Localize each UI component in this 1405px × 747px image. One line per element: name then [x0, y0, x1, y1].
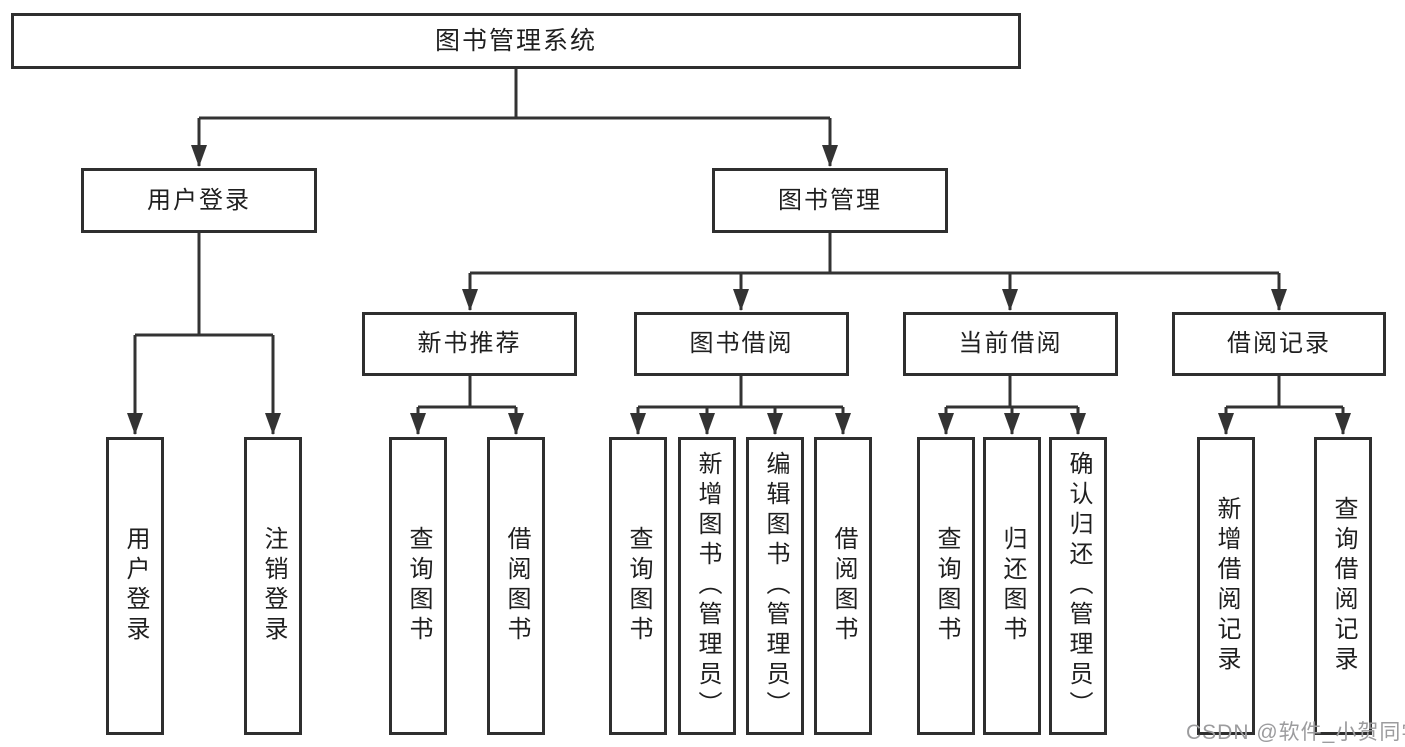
leaf-recommend-query-books: 查询图书 [389, 437, 447, 735]
leaf-add-borrow-record: 新增借阅记录 [1197, 437, 1255, 735]
leaf-edit-books-admin: 编辑图书（管理员） [746, 437, 804, 735]
node-new-book-recommend: 新书推荐 [362, 312, 577, 376]
leaf-recommend-borrow-books: 借阅图书 [487, 437, 545, 735]
leaf-borrow-query-books: 查询图书 [609, 437, 667, 735]
csdn-watermark: CSDN @软件_小贺同学 [1186, 721, 1405, 744]
leaf-confirm-return-admin: 确认归还（管理员） [1049, 437, 1107, 735]
leaf-query-borrow-record: 查询借阅记录 [1314, 437, 1372, 735]
leaf-logout: 注销登录 [244, 437, 302, 735]
leaf-borrow-books: 借阅图书 [814, 437, 872, 735]
node-user-login: 用户登录 [81, 168, 317, 233]
leaf-user-login: 用户登录 [106, 437, 164, 735]
leaf-return-books: 归还图书 [983, 437, 1041, 735]
node-book-borrow: 图书借阅 [634, 312, 849, 376]
node-book-management: 图书管理 [712, 168, 948, 233]
leaf-current-query-books: 查询图书 [917, 437, 975, 735]
node-borrow-records: 借阅记录 [1172, 312, 1386, 376]
node-current-borrow: 当前借阅 [903, 312, 1118, 376]
leaf-add-books-admin: 新增图书（管理员） [678, 437, 736, 735]
node-root-system: 图书管理系统 [11, 13, 1021, 69]
